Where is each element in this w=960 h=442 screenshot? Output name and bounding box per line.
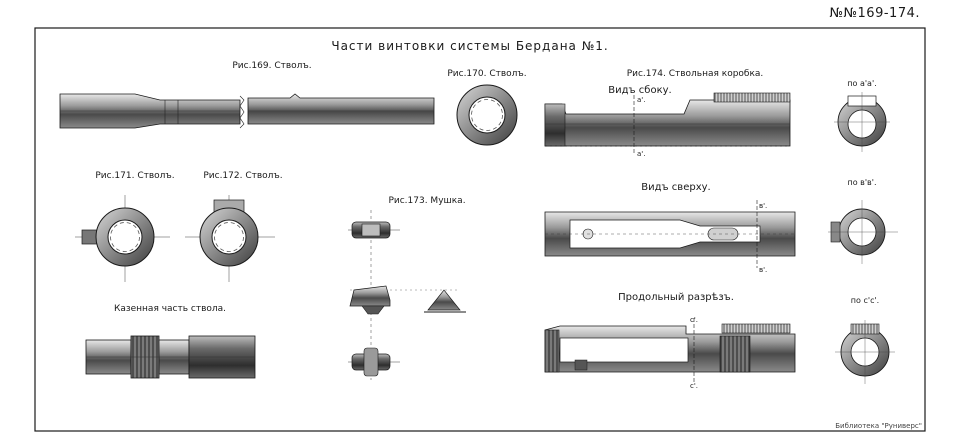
cut-b-top: в'.: [759, 202, 767, 210]
fig171-section: [75, 195, 170, 282]
receiver-side-view: [544, 92, 791, 155]
section-aa: [834, 92, 890, 152]
fig170-label: Рис.170. Стволъ.: [447, 69, 526, 79]
cut-a-top: а'.: [637, 96, 645, 104]
cut-a-bottom: а'.: [637, 150, 645, 158]
breech-label: Казенная часть ствола.: [114, 304, 226, 314]
cut-c-top: с'.: [690, 316, 698, 324]
plate-number: №№169-174.: [829, 6, 920, 21]
fig169-barrel: [59, 93, 435, 129]
fig169-label: Рис.169. Стволъ.: [232, 61, 311, 71]
section-cc: [835, 320, 895, 384]
fig174-label: Рис.174. Ствольная коробка.: [627, 69, 764, 79]
fig172-section: [185, 195, 275, 282]
fig170-section: [456, 84, 518, 146]
fig173-label: Рис.173. Мушка.: [388, 196, 465, 206]
fig172-label: Рис.172. Стволъ.: [203, 171, 282, 181]
cut-c-bottom: с'.: [690, 382, 698, 390]
section-view-label: Продольный разрѣзъ.: [618, 292, 734, 303]
section-bb-label: по в'в'.: [847, 178, 876, 187]
top-view-label: Видъ сверху.: [641, 182, 710, 193]
plate-frame: [34, 27, 926, 432]
library-credit: Библиотека "Руниверс": [835, 422, 922, 430]
section-cc-label: по с'с'.: [851, 296, 879, 305]
receiver-top-view: [544, 200, 796, 268]
breech-drawing: [85, 335, 256, 379]
receiver-longitudinal-section: [544, 318, 796, 384]
side-view-label: Видъ сбоку.: [608, 85, 671, 96]
plate-title: Части винтовки системы Бердана №1.: [331, 39, 608, 53]
section-bb: [828, 200, 898, 264]
fig173-sight: [348, 210, 466, 380]
fig171-label: Рис.171. Стволъ.: [95, 171, 174, 181]
section-aa-label: по а'а'.: [847, 79, 876, 88]
cut-b-bottom: в'.: [759, 266, 767, 274]
